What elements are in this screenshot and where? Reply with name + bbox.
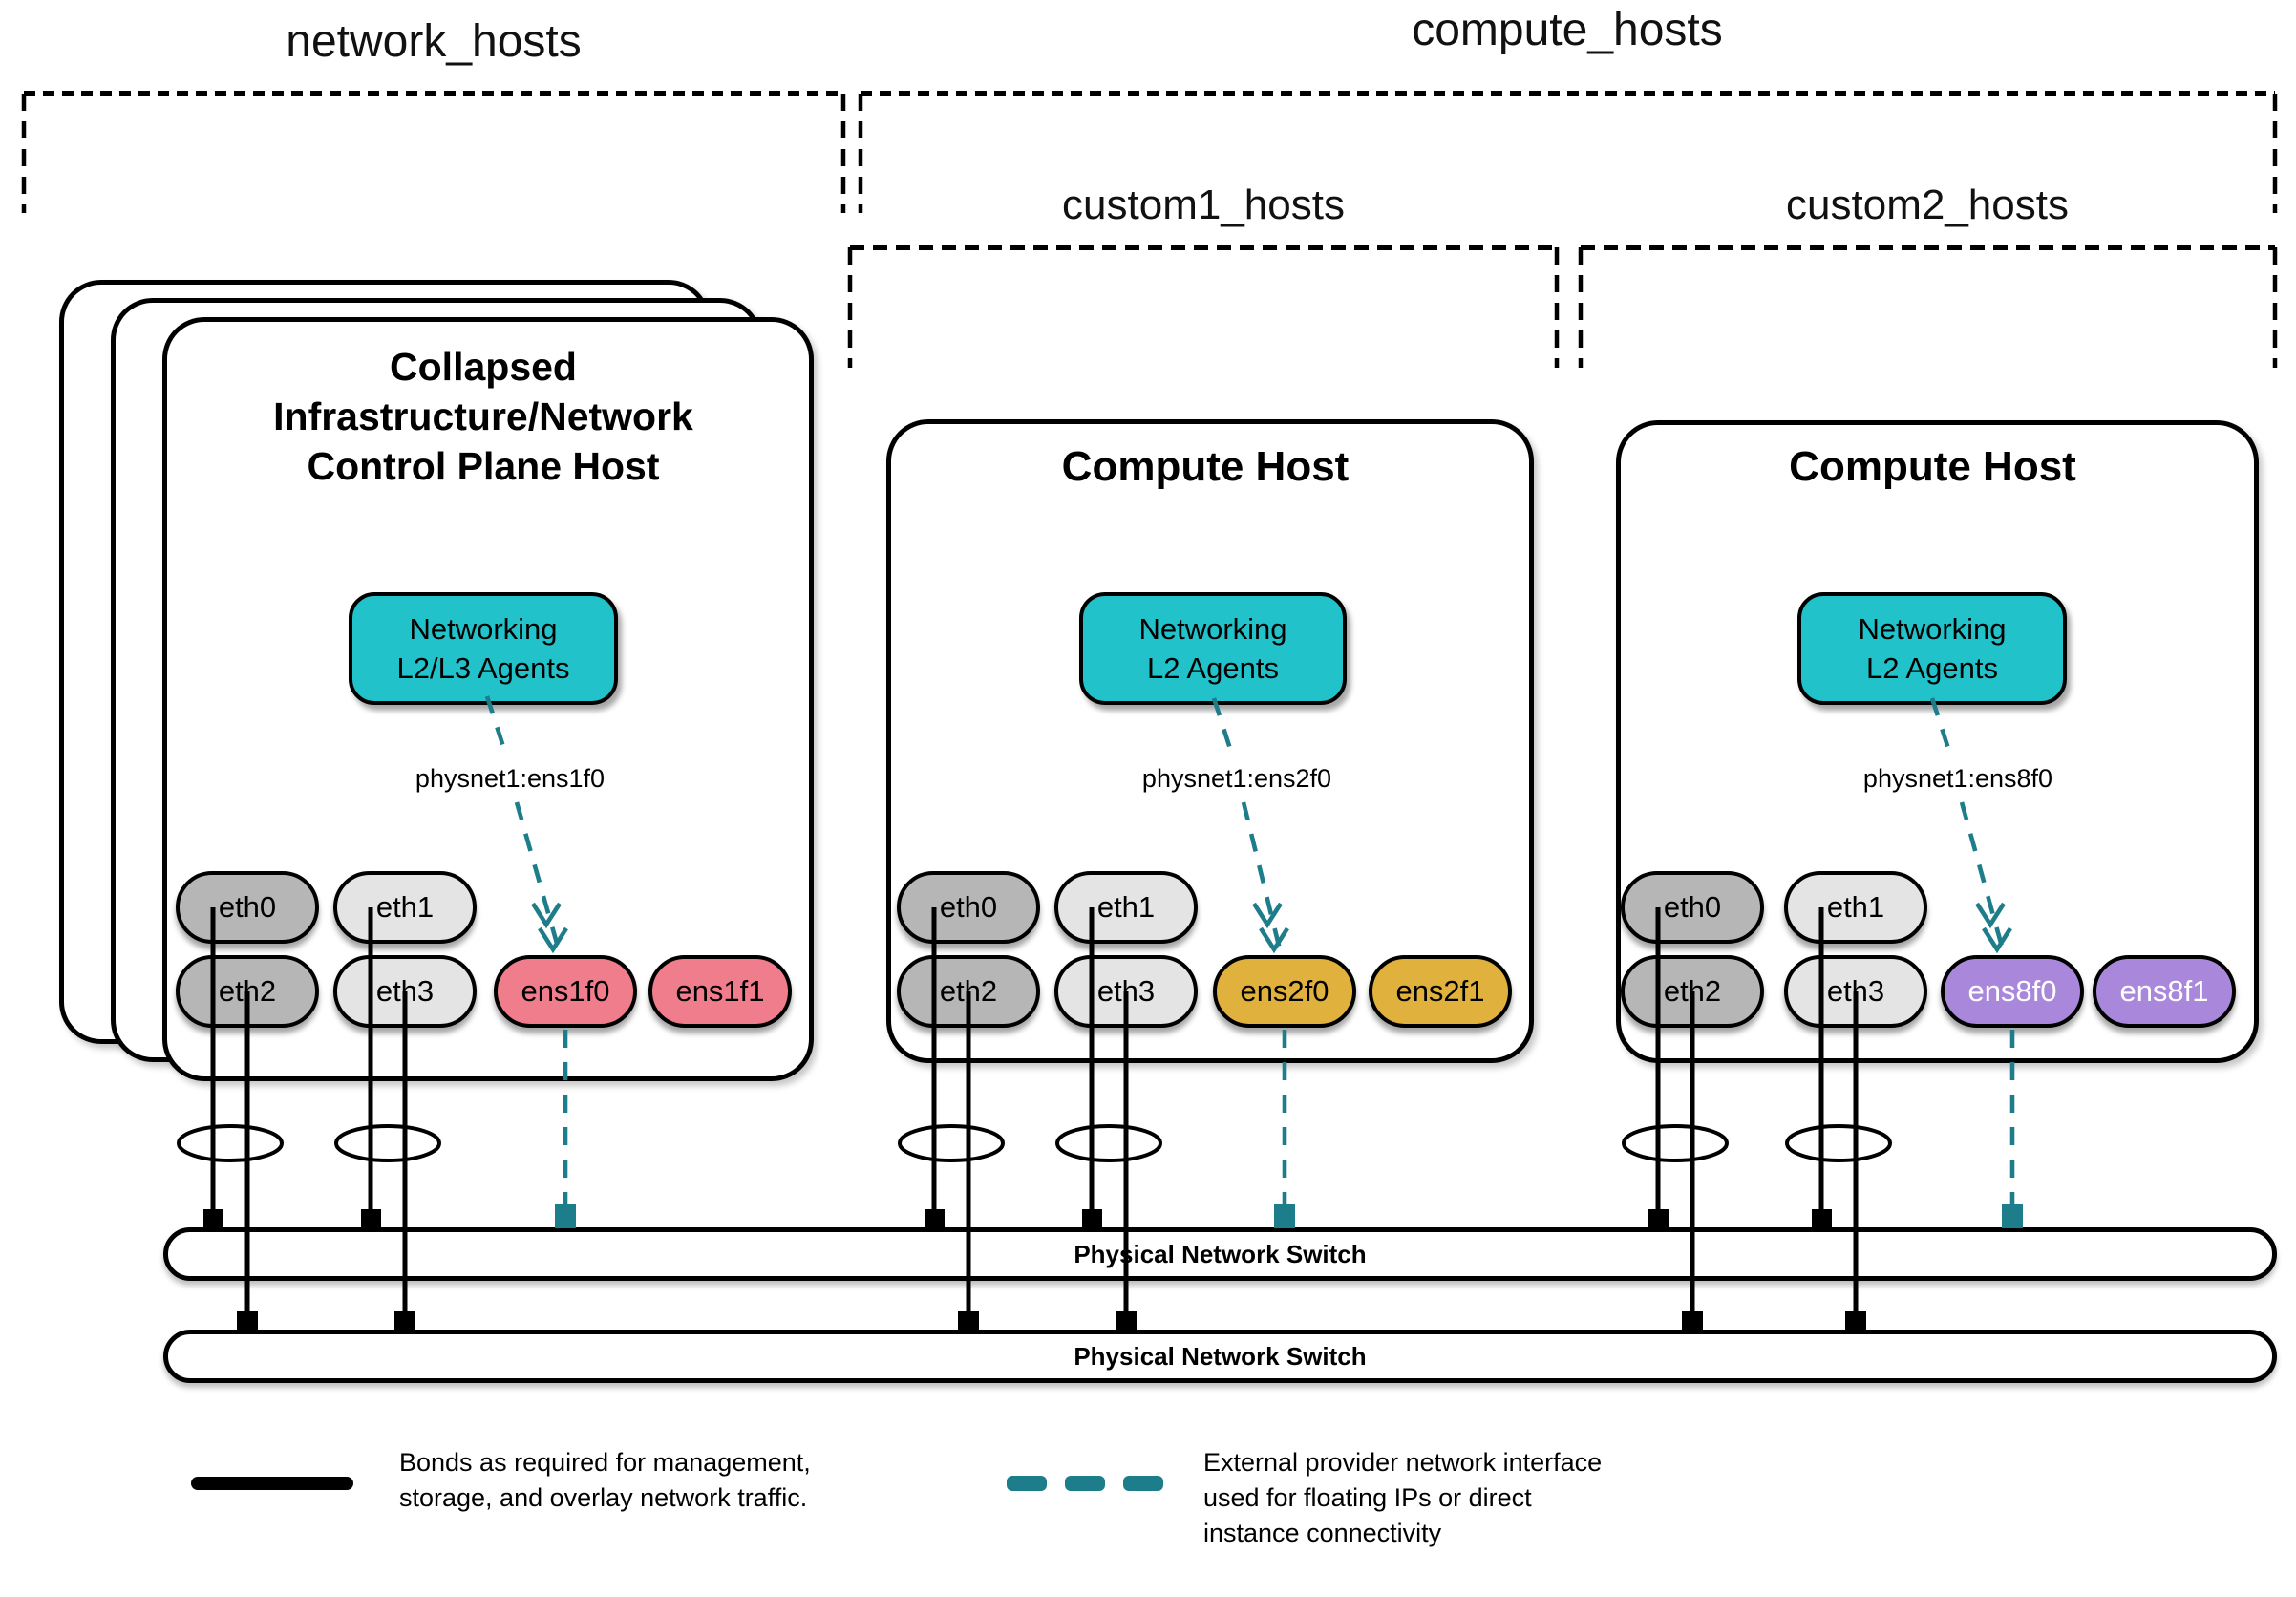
control-plane-host-title-line1: Collapsed — [390, 345, 577, 389]
host3-agent-line1: Networking — [1858, 612, 2007, 646]
legend-provider-text-line3: instance connectivity — [1203, 1519, 1442, 1547]
switch-port — [1648, 1209, 1669, 1228]
custom1-hosts-bracket — [847, 245, 1560, 368]
host3-agent-line2: L2 Agents — [1866, 651, 1998, 685]
legend-provider-dash-swatch — [1007, 1476, 1163, 1496]
host1-agent-line2: L2/L3 Agents — [396, 651, 570, 685]
compute-host1-title: Compute Host — [1061, 443, 1350, 490]
host1-nic-ens1f1: ens1f1 — [648, 955, 792, 1028]
host3-physnet-label: physnet1:ens8f0 — [1862, 764, 2053, 793]
switch-port — [1082, 1209, 1102, 1228]
host1-nic-eth3: eth3 — [333, 955, 477, 1028]
provider-switch-ports — [555, 1204, 2023, 1228]
switch-port — [1116, 1311, 1137, 1331]
provider-port — [1274, 1204, 1295, 1228]
switch-port — [394, 1311, 415, 1331]
network-hosts-label: network_hosts — [286, 16, 582, 67]
host3-networking-agents-box: Networking L2 Agents — [1797, 592, 2067, 705]
legend-dash-segment — [1065, 1476, 1105, 1491]
legend-bond-text-line2: storage, and overlay network traffic. — [399, 1483, 808, 1512]
control-plane-host-title: Collapsed Infrastructure/Network Control… — [162, 342, 804, 491]
host3-nic-ens8f1: ens8f1 — [2093, 955, 2236, 1028]
network-hosts-bracket — [21, 91, 846, 213]
bond-ring — [177, 1124, 284, 1162]
host1-physnet-label: physnet1:ens1f0 — [415, 764, 606, 793]
host2-agent-line1: Networking — [1138, 612, 1287, 646]
host2-agent-line2: L2 Agents — [1147, 651, 1279, 685]
physical-network-switch-2-label: Physical Network Switch — [1074, 1341, 1367, 1371]
physical-network-switch-2: Physical Network Switch — [163, 1330, 2277, 1383]
provider-port — [555, 1204, 576, 1228]
switch-port — [203, 1209, 223, 1228]
host1-nic-eth1: eth1 — [333, 871, 477, 944]
host2-nic-eth1: eth1 — [1054, 871, 1198, 944]
host3-nic-eth3: eth3 — [1784, 955, 1927, 1028]
bond-ring — [1785, 1124, 1892, 1162]
control-plane-host-title-line3: Control Plane Host — [307, 444, 660, 488]
host2-nic-eth3: eth3 — [1054, 955, 1198, 1028]
switch1-ports — [203, 1209, 1832, 1228]
host1-agent-line1: Networking — [409, 612, 558, 646]
bond-ring — [1055, 1124, 1162, 1162]
physical-network-switch-1-label: Physical Network Switch — [1074, 1239, 1367, 1268]
host2-nic-ens2f1: ens2f1 — [1369, 955, 1512, 1028]
compute-hosts-label: compute_hosts — [1412, 5, 1723, 55]
switch-port — [1845, 1311, 1866, 1331]
provider-port — [2002, 1204, 2023, 1228]
control-plane-host-title-line2: Infrastructure/Network — [273, 394, 693, 438]
legend-dash-segment — [1007, 1476, 1047, 1491]
bond-ring — [898, 1124, 1005, 1162]
switch-port — [925, 1209, 945, 1228]
host3-nic-ens8f0: ens8f0 — [1941, 955, 2084, 1028]
legend-dash-segment — [1123, 1476, 1163, 1491]
host2-nic-eth0: eth0 — [897, 871, 1040, 944]
bond-ring — [1622, 1124, 1729, 1162]
legend-bond-text-line1: Bonds as required for management, — [399, 1448, 811, 1477]
host1-networking-agents-box: Networking L2/L3 Agents — [349, 592, 618, 705]
host1-nic-eth0: eth0 — [176, 871, 319, 944]
legend-bond-line-swatch — [191, 1477, 353, 1490]
bond-ring — [334, 1124, 441, 1162]
host1-nic-ens1f0: ens1f0 — [494, 955, 637, 1028]
custom1-hosts-label: custom1_hosts — [1062, 181, 1345, 228]
custom2-hosts-label: custom2_hosts — [1786, 181, 2069, 228]
switch-port — [361, 1209, 381, 1228]
host3-nic-eth1: eth1 — [1784, 871, 1927, 944]
host2-networking-agents-box: Networking L2 Agents — [1079, 592, 1347, 705]
physical-network-switch-1: Physical Network Switch — [163, 1227, 2277, 1281]
host2-physnet-label: physnet1:ens2f0 — [1141, 764, 1332, 793]
switch-port — [1812, 1209, 1832, 1228]
legend-provider-text: External provider network interface used… — [1203, 1445, 1738, 1551]
custom2-hosts-bracket — [1578, 245, 2278, 368]
host3-nic-eth0: eth0 — [1621, 871, 1764, 944]
switch-port — [237, 1311, 258, 1331]
host2-nic-eth2: eth2 — [897, 955, 1040, 1028]
legend-provider-text-line2: used for floating IPs or direct — [1203, 1483, 1532, 1512]
switch-port — [1682, 1311, 1703, 1331]
legend-provider-text-line1: External provider network interface — [1203, 1448, 1603, 1477]
legend-bond-text: Bonds as required for management, storag… — [399, 1445, 934, 1516]
host1-nic-eth2: eth2 — [176, 955, 319, 1028]
compute-host2-title: Compute Host — [1789, 443, 2076, 490]
bond-rings — [177, 1124, 1892, 1162]
switch2-ports — [237, 1311, 1866, 1331]
host3-nic-eth2: eth2 — [1621, 955, 1764, 1028]
host2-nic-ens2f0: ens2f0 — [1213, 955, 1356, 1028]
switch-port — [958, 1311, 979, 1331]
